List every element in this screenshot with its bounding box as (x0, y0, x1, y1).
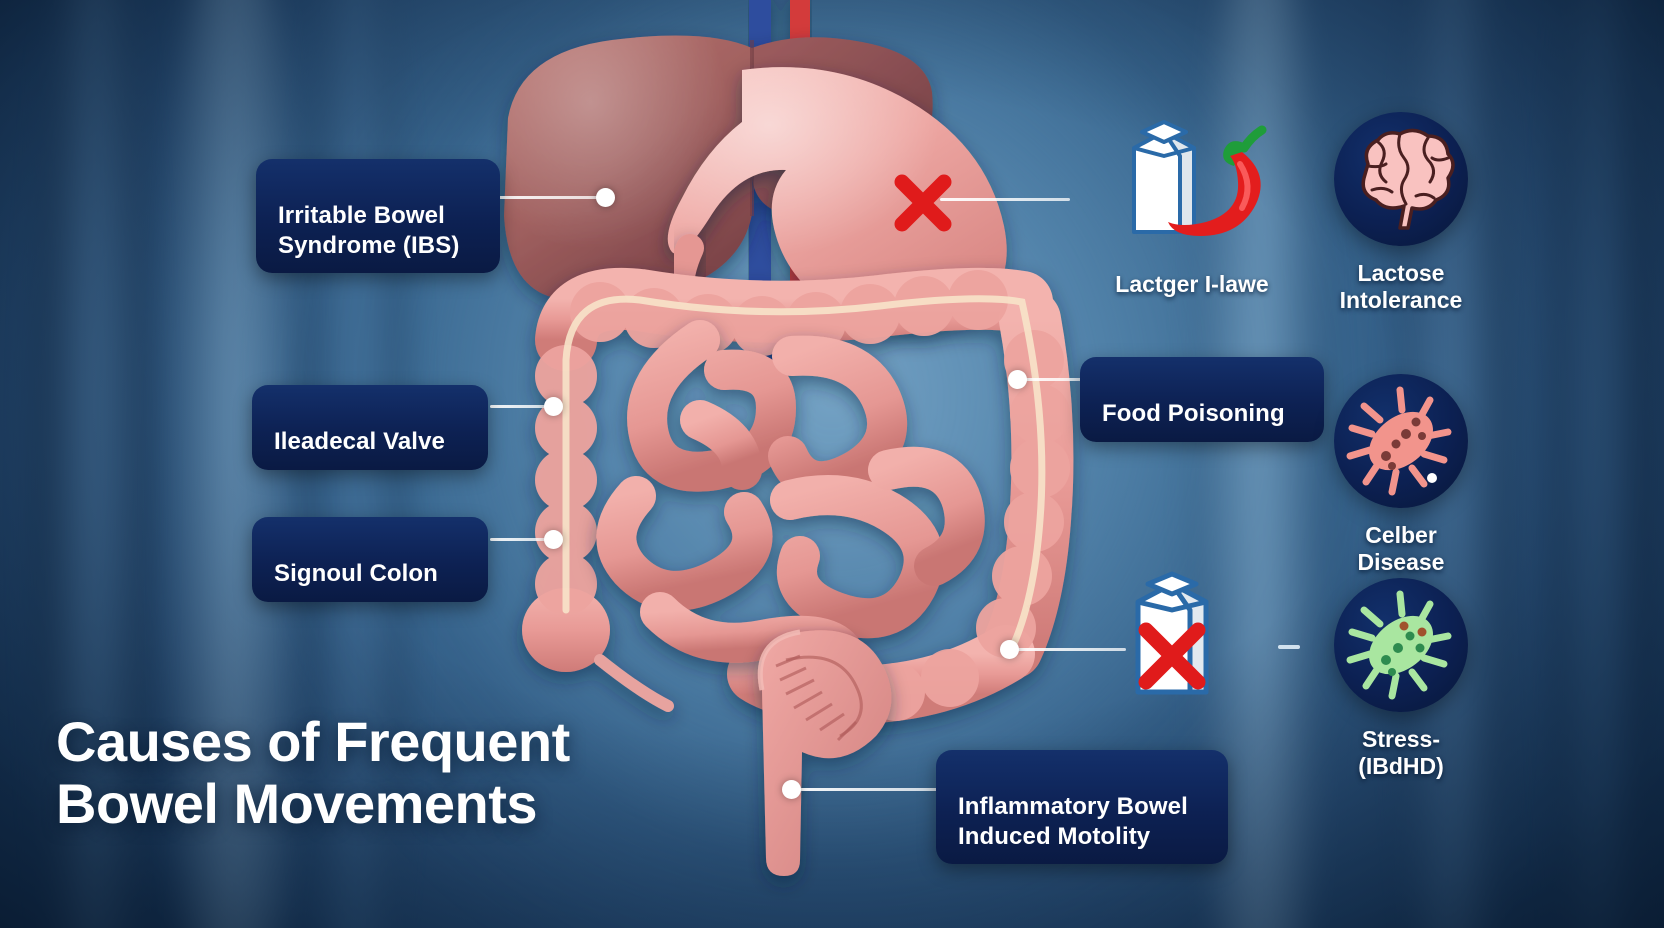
leader-line-ibd (800, 788, 940, 791)
leader-dash-stress (1278, 645, 1300, 649)
icon-item-lactose-trigger[interactable]: Lactger I-lawe (1112, 112, 1272, 298)
page-title: Causes of Frequent Bowel Movements (56, 709, 570, 836)
icon-item-lactose-intolerance[interactable]: Lactose Intolerance (1334, 112, 1468, 314)
callout-ileocecal-valve[interactable]: Ileadecal Valve (252, 385, 488, 470)
callout-sigmoid-colon[interactable]: Signoul Colon (252, 517, 488, 602)
icon-caption-lactose-intolerance: Lactose Intolerance (1339, 260, 1463, 313)
leader-line-lactose-trigger (940, 198, 1070, 201)
bacteria-pink-icon (1346, 386, 1452, 496)
callout-label-sigmoid-colon: Signoul Colon (274, 560, 438, 588)
icon-caption-celiac-disease: Celber Disease (1357, 522, 1445, 575)
leader-dot-dairy (1000, 640, 1019, 659)
callout-inflammatory-bowel-motility[interactable]: Inflammatory Bowel Induced Motolity (936, 750, 1228, 864)
callout-label-food-poisoning: Food Poisoning (1102, 400, 1285, 428)
small-intestine (596, 320, 985, 670)
leader-dot-ileocecal (544, 397, 563, 416)
rectum (757, 629, 892, 876)
callout-food-poisoning[interactable]: Food Poisoning (1080, 357, 1324, 442)
leader-line-food-poisoning (1022, 378, 1086, 381)
icon-caption-lactose-trigger: Lactger I-lawe (1115, 271, 1269, 297)
callout-label-ibs: Irritable Bowel Syndrome (IBS) (278, 202, 460, 259)
leader-line-sigmoid (490, 538, 548, 541)
icon-circle-bacteria-pink (1334, 374, 1468, 508)
leader-dot-ibd (782, 780, 801, 799)
leader-line-dairy (1016, 648, 1126, 651)
icon-item-dairy-avoid[interactable] (1112, 568, 1262, 723)
stomach (667, 67, 1007, 330)
icon-circle-bacteria-green (1334, 578, 1468, 712)
leader-dot-sigmoid (544, 530, 563, 549)
callout-label-ileocecal-valve: Ileadecal Valve (274, 428, 445, 456)
icon-item-celiac-disease[interactable]: Celber Disease (1334, 374, 1468, 576)
stomach-cross-marker (894, 174, 952, 232)
callout-irritable-bowel-syndrome[interactable]: Irritable Bowel Syndrome (IBS) (256, 159, 500, 273)
leader-dot-food-poisoning (1008, 370, 1027, 389)
brain-icon (1361, 128, 1455, 230)
leader-line-ileocecal (490, 405, 548, 408)
callout-label-ibd-motility: Inflammatory Bowel Induced Motolity (958, 793, 1188, 850)
leader-line-ibs (486, 196, 602, 199)
leader-dot-ibs (596, 188, 615, 207)
icon-item-stress-ibd[interactable]: Stress- (IBdHD) (1334, 578, 1468, 780)
icon-circle-brain (1334, 112, 1468, 246)
red-cross-overlay (1138, 622, 1206, 690)
milk-carton-cross-icon (1135, 571, 1209, 695)
bacteria-green-icon (1346, 590, 1452, 700)
icon-caption-stress-ibd: Stress- (IBdHD) (1358, 726, 1444, 779)
milk-carton-chili-icon (1132, 120, 1267, 236)
